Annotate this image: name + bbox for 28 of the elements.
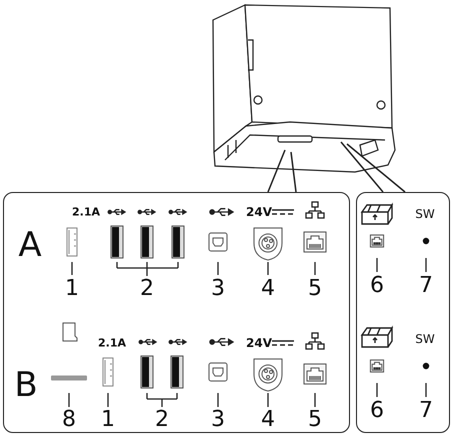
callout-pointer [340, 141, 406, 193]
callout-number: 4 [261, 409, 275, 431]
callout-number: 2 [140, 278, 154, 300]
port-label: 2.1A [98, 338, 126, 348]
callout-number: 5 [308, 278, 322, 300]
panel-letter: A [18, 228, 42, 262]
callout-number: 1 [65, 278, 79, 300]
voltage-label: 24V [246, 337, 272, 349]
switch-label: SW [415, 333, 435, 345]
callout-pointer [267, 149, 297, 193]
panel-letter: B [14, 368, 38, 402]
port-label: 2.1A [72, 206, 100, 218]
callout-number: 8 [62, 409, 76, 431]
callout-number: 2 [155, 409, 169, 431]
voltage-label: 24V [246, 206, 272, 218]
callout-number: 5 [308, 409, 322, 431]
callout-number: 1 [101, 409, 115, 431]
panel-box [3, 192, 350, 433]
panel-box [356, 192, 450, 433]
callout-number: 7 [419, 275, 433, 297]
switch-label: SW [415, 208, 435, 220]
callout-number: 4 [261, 278, 275, 300]
callout-number: 6 [370, 275, 384, 297]
callout-number: 6 [370, 400, 384, 422]
callout-number: 7 [419, 400, 433, 422]
callout-number: 3 [211, 409, 225, 431]
printer-drawing [212, 4, 396, 173]
callout-number: 3 [211, 278, 225, 300]
